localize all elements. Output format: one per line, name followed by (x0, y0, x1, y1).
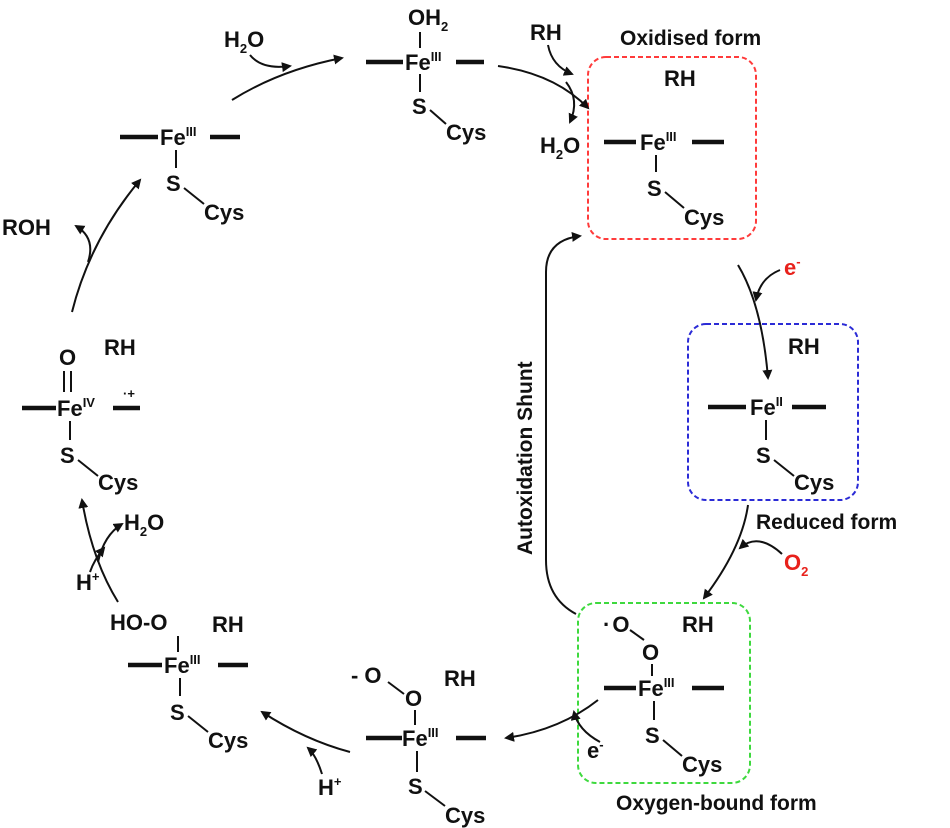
substrate-label: RH (788, 334, 820, 359)
arrow-proton-bottom-curl (306, 746, 323, 775)
alcohol-product-label: ROH (2, 215, 51, 240)
arrow-peroxo-to-hydroperoxo (260, 710, 351, 753)
cys-label: Cys (682, 752, 722, 777)
cys-label: Cys (204, 200, 244, 225)
cys-label: Cys (446, 120, 486, 145)
iron-label: FeIII (160, 124, 197, 150)
arrow-electron-1-curl (752, 269, 781, 302)
sulfur-label: S (60, 443, 75, 468)
cys-label: Cys (98, 470, 138, 495)
iron-label: FeIII (164, 652, 201, 678)
iron-label: FeIII (405, 49, 442, 75)
sulfur-label: S (647, 176, 662, 201)
oxo-label: O (59, 345, 76, 370)
substrate-label: RH (104, 335, 136, 360)
sulfur-label: S (412, 94, 427, 119)
sulfur-label: S (408, 774, 423, 799)
water-left-label: H2O (124, 510, 164, 539)
arrow-water-in-curl (249, 54, 292, 73)
reduced-form-box (687, 323, 859, 501)
electron-1-label: e- (784, 254, 801, 280)
sulfur-label: S (170, 700, 185, 725)
iron-label: FeIV (57, 395, 95, 421)
iron-label: FeIII (638, 675, 675, 701)
arrow-oxy-to-peroxo (504, 699, 599, 742)
arrow-substrate-in-curl (547, 44, 574, 76)
peroxo-ferric-complex: -O O RH FeIII S Cys (351, 663, 486, 828)
cys-label: Cys (684, 205, 724, 230)
arrow-reduced-to-oxy (702, 504, 749, 600)
oxygen-in-label: O2 (784, 550, 808, 579)
oxidised-ferric-complex: RH FeIII S Cys (604, 66, 724, 230)
oxy-ferric-complex: ·O O RH FeIII S Cys (603, 612, 724, 777)
arrow-oxidised-to-reduced (737, 264, 773, 380)
autoxidation-shunt-label: Autoxidation Shunt (514, 361, 537, 555)
cys-label: Cys (208, 728, 248, 753)
arrow-water-out-curl (565, 81, 578, 124)
superoxo-radical: ·O (603, 612, 629, 637)
water-out-label: H2O (540, 133, 580, 162)
iron-label: FeIII (402, 725, 439, 751)
arrow-resting-to-aqua (231, 54, 344, 101)
oxidised-form-label: Oxidised form (620, 27, 761, 50)
substrate-label: RH (212, 612, 244, 637)
cys-label: Cys (445, 803, 485, 828)
compound-i-ferryl-complex: O RH FeIV ·+ S Cys (22, 335, 140, 495)
cys-label: Cys (794, 470, 834, 495)
substrate-label: RH (444, 666, 476, 691)
oxidised-form-box (587, 56, 757, 240)
arrow-o2-curl (738, 538, 783, 555)
sulfur-label: S (166, 171, 181, 196)
aqua-ferric-complex: OH2 FeIII S Cys (366, 5, 486, 145)
electron-2-label: e- (587, 737, 604, 763)
arrow-aqua-to-oxidised (497, 65, 590, 110)
cation-radical-label: ·+ (123, 386, 135, 401)
oxygen-label: O (405, 686, 422, 711)
arrow-water-left-curl (97, 522, 124, 563)
hydroperoxo-label: HO-O (110, 610, 167, 635)
arrow-electron-2-curl (570, 710, 601, 743)
iron-label: FeII (750, 394, 783, 420)
substrate-label: RH (682, 612, 714, 637)
reduced-form-label: Reduced form (756, 511, 897, 534)
substrate-in-label: RH (530, 20, 562, 45)
hydroperoxo-ferric-complex: HO-O RH FeIII S Cys (110, 610, 248, 753)
oxygen-bound-form-box (577, 602, 751, 784)
arrow-roh-release-curl (74, 224, 92, 263)
arrow-autoxidation-shunt (545, 231, 582, 615)
peroxo-label: -O (351, 663, 381, 688)
substrate-label: RH (664, 66, 696, 91)
water-in-label: H2O (224, 27, 264, 56)
reduced-ferrous-complex: RH FeII S Cys (708, 334, 834, 495)
proton-left-label: H+ (76, 569, 100, 595)
resting-ferric-complex: FeIII S Cys (120, 124, 244, 225)
iron-label: FeIII (640, 129, 677, 155)
aqua-ligand-label: OH2 (408, 5, 448, 34)
arrow-compound-i-to-resting (71, 178, 142, 313)
oxygen-bound-form-label: Oxygen-bound form (616, 792, 817, 815)
oxygen-label: O (642, 640, 659, 665)
proton-bottom-label: H+ (318, 774, 342, 800)
sulfur-label: S (756, 443, 771, 468)
sulfur-label: S (645, 723, 660, 748)
